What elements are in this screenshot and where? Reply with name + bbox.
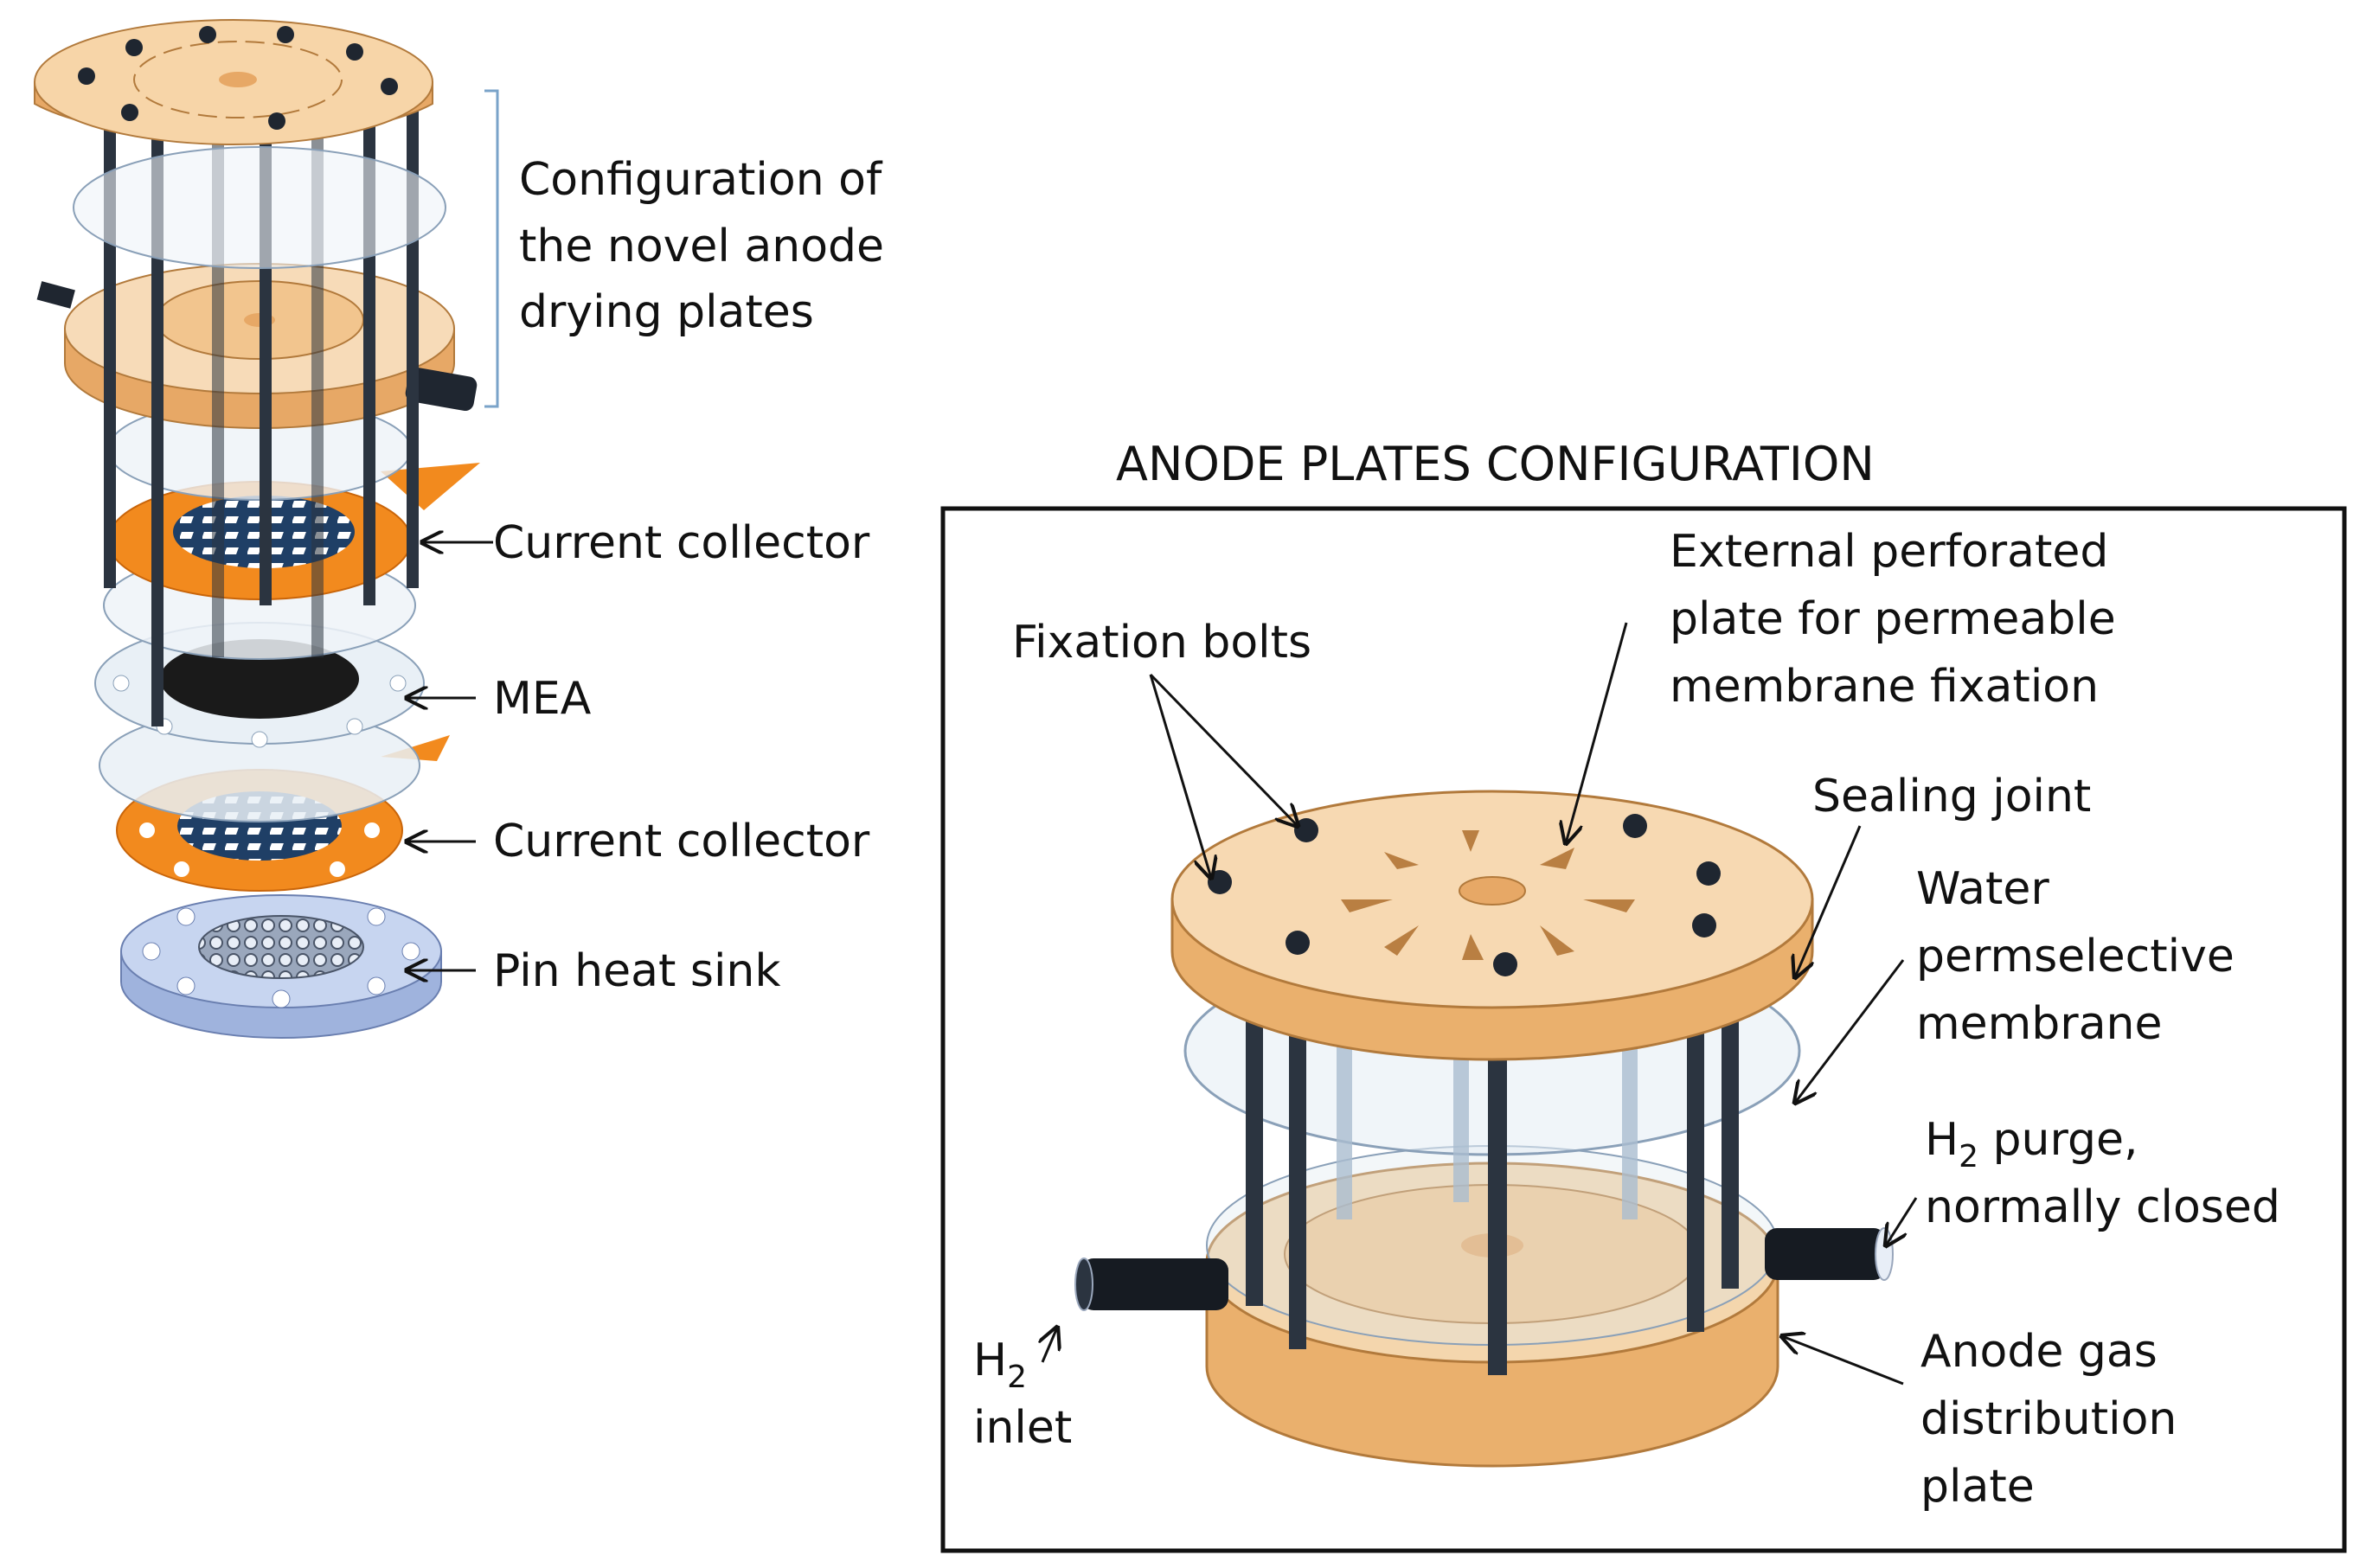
label-anode-plate-line2: distribution [1920, 1393, 2177, 1445]
label-anode-plate-line1: Anode gas [1920, 1326, 2158, 1378]
arrow-anode-plate [1782, 1336, 1904, 1386]
label-current-collector-top: Current collector [493, 517, 870, 569]
anode-assembly-illustration [1074, 790, 1894, 1468]
label-external-plate-line1: External perforated [1670, 526, 2108, 578]
label-water-membrane-line2: permselective [1916, 931, 2235, 982]
panel-title: ANODE PLATES CONFIGURATION [1116, 437, 1875, 491]
bracket [484, 89, 499, 408]
label-mea: MEA [493, 673, 592, 725]
arrow-external-plate [1566, 622, 1628, 843]
arrow-fixation-bolt-1 [1149, 674, 1211, 878]
label-anode-plate-line3: plate [1920, 1461, 2035, 1513]
label-fixation-bolts: Fixation bolts [1012, 617, 1311, 669]
bracket-label-line3: drying plates [519, 286, 814, 338]
pin-heat-sink [120, 894, 442, 1039]
membrane-left [73, 146, 446, 269]
label-h2-purge: H2 purge, [1925, 1114, 2138, 1174]
label-h2-inlet: H2 [973, 1334, 1027, 1395]
panel-frame [940, 506, 2347, 1553]
label-water-membrane-line3: membrane [1916, 998, 2163, 1050]
arrow-sealing-joint [1795, 825, 1862, 977]
left-exploded-stack [34, 19, 499, 1039]
label-sealing-joint: Sealing joint [1812, 771, 2091, 822]
top-perforated-plate-left [34, 19, 433, 145]
arrow-h2-purge [1886, 1197, 1918, 1245]
label-water-membrane-line1: Water [1916, 863, 2049, 915]
label-h2-inlet-line2: inlet [973, 1402, 1072, 1454]
arrow-h2-inlet [1042, 1328, 1057, 1363]
label-pin-heat-sink: Pin heat sink [493, 945, 781, 997]
bracket-label-line2: the novel anode [519, 221, 884, 272]
bracket-label-line1: Configuration of [519, 154, 883, 206]
arrow-water-membrane [1795, 959, 1905, 1103]
label-h2-purge-line2: normally closed [1925, 1181, 2280, 1233]
label-current-collector-bottom: Current collector [493, 816, 870, 867]
label-external-plate-line3: membrane fixation [1670, 661, 2099, 713]
mea-disc [94, 622, 425, 748]
arrow-fixation-bolt-2 [1149, 673, 1298, 826]
label-external-plate-line2: plate for permeable [1670, 593, 2116, 645]
